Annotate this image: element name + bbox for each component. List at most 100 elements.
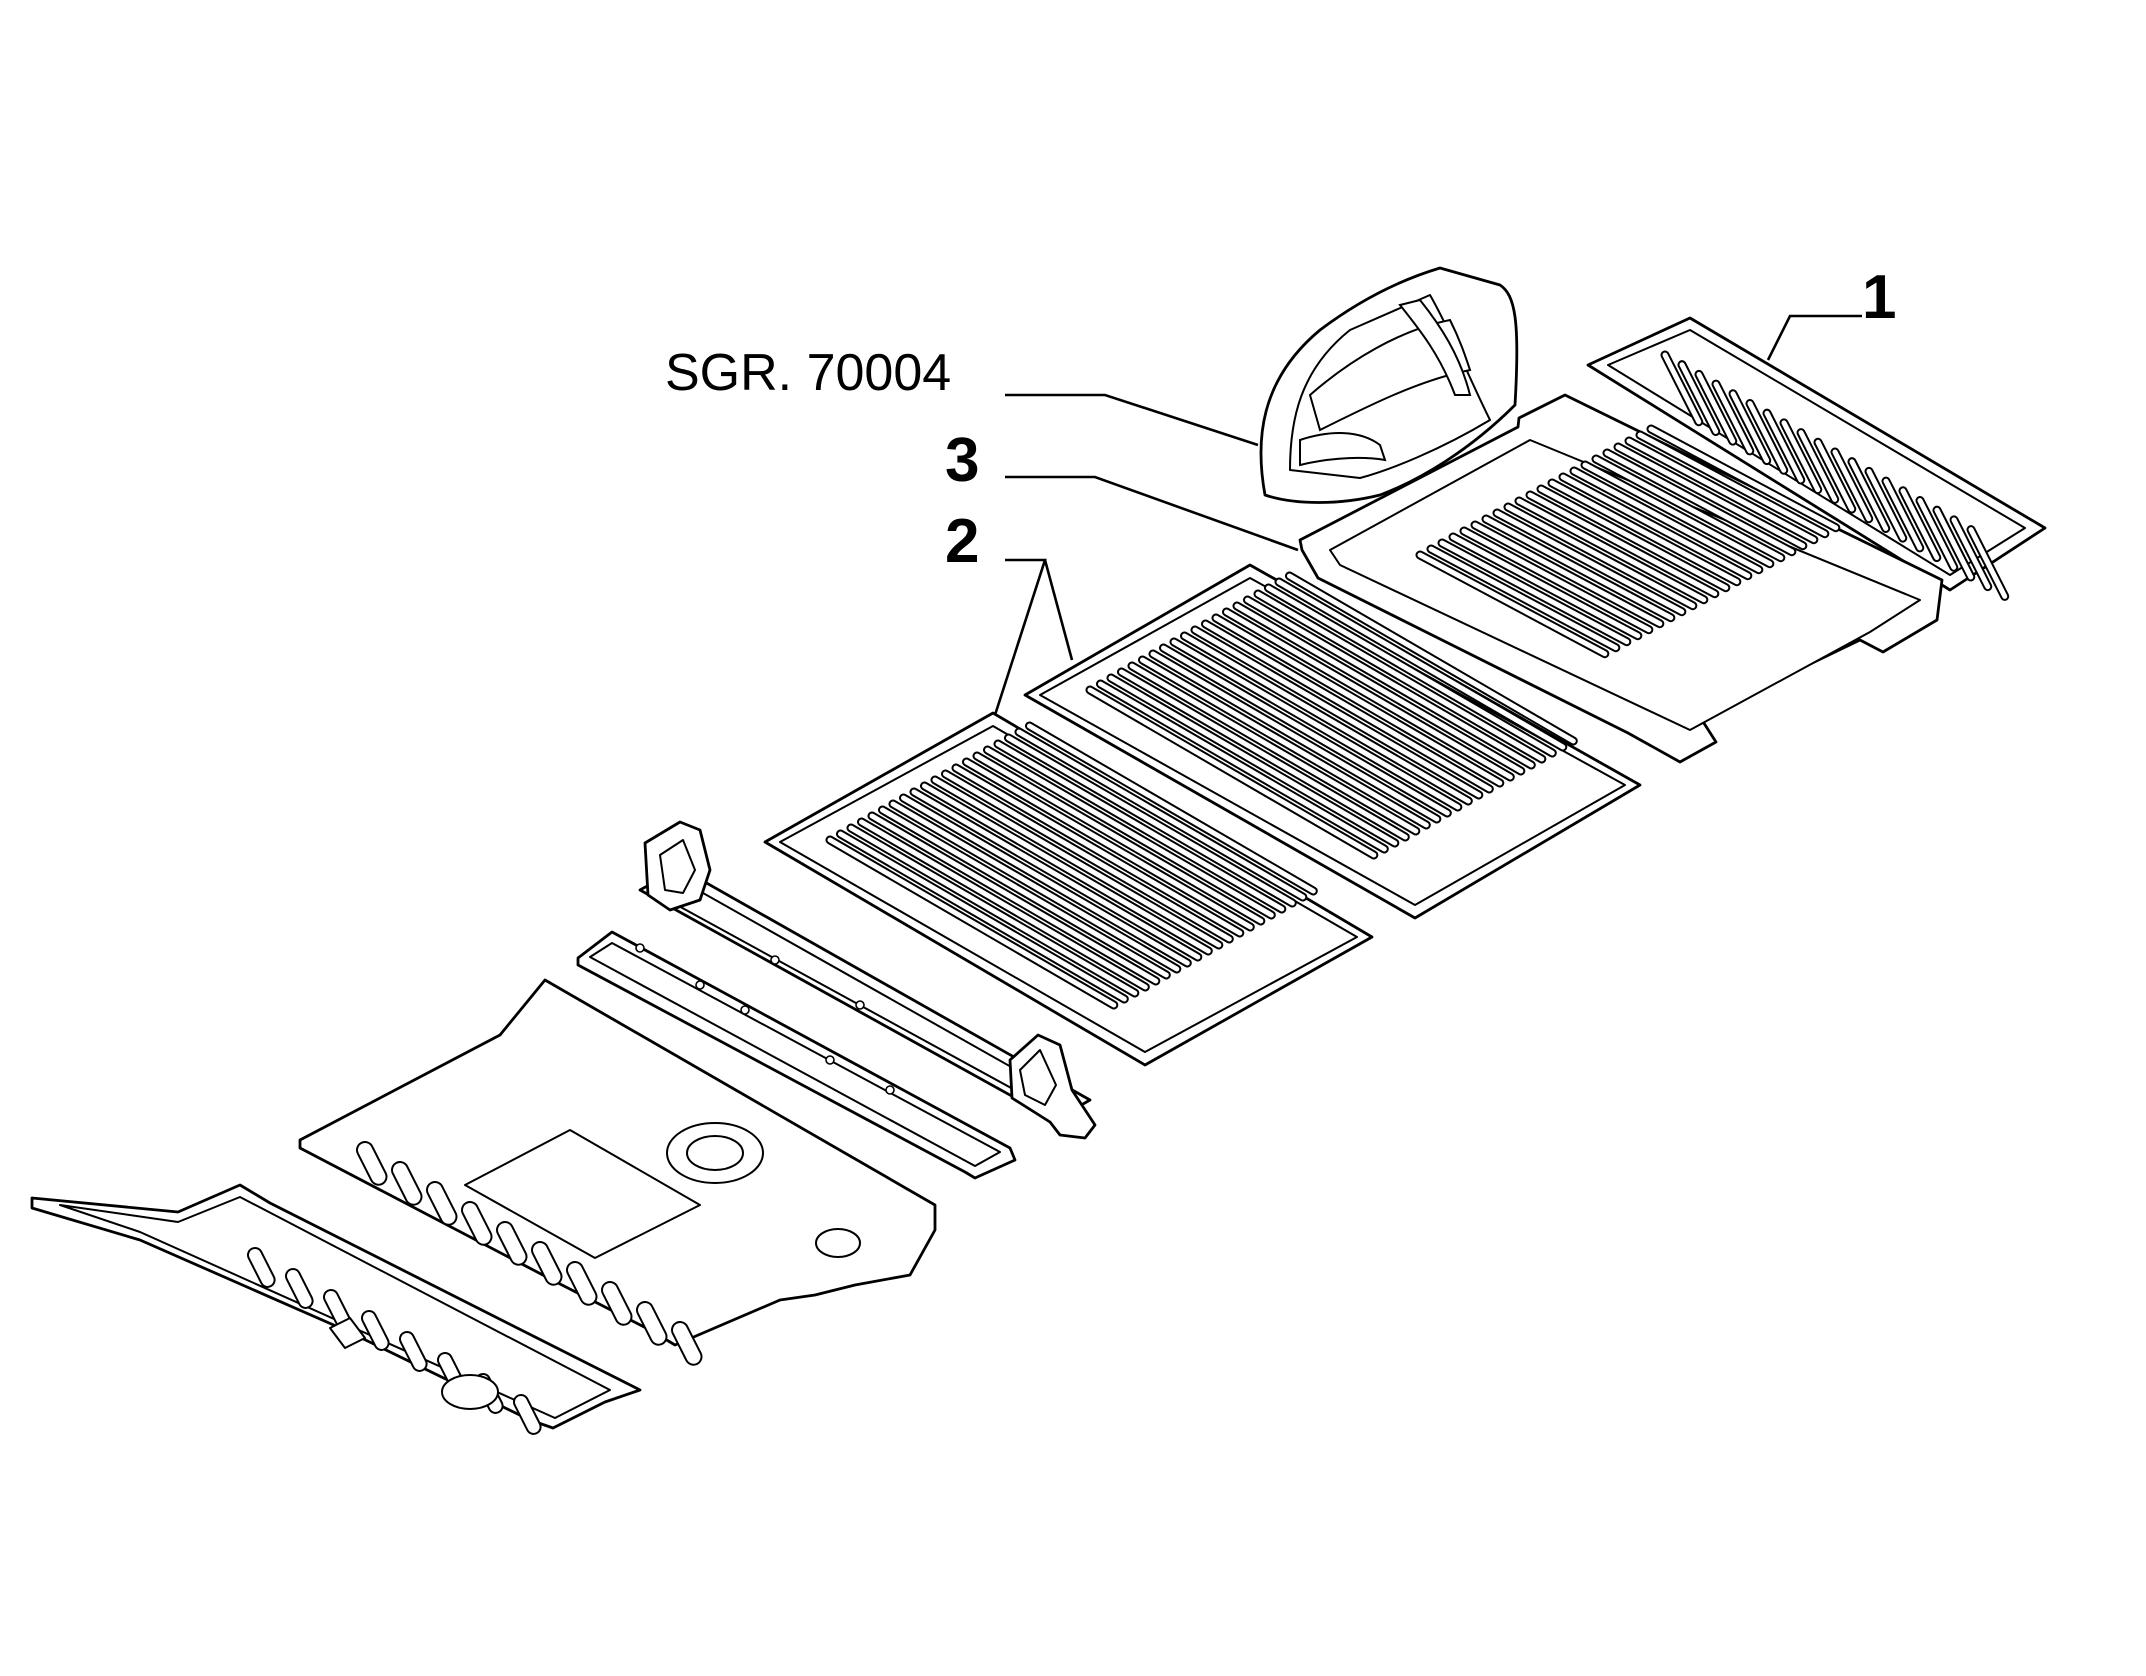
stiffening-rib-inner (428, 1183, 456, 1224)
stiffening-rib-inner (1549, 480, 1740, 585)
leader-3 (1005, 475, 1299, 552)
stiffening-rib-inner (1224, 609, 1513, 780)
stiffening-rib-inner (1917, 498, 1957, 570)
front-floor-tunnel-panel (30, 1183, 642, 1435)
stiffening-rib-inner (1472, 522, 1663, 627)
stiffening-rib-inner (1593, 456, 1784, 561)
stiffening-rib-inner (1951, 517, 1991, 590)
stiffening-rib-inner (1483, 516, 1674, 621)
stiffening-rib-inner (1849, 459, 1889, 531)
leader-sgr (1005, 393, 1259, 447)
stiffening-rib-inner (1516, 498, 1707, 603)
stiffening-rib-inner (1255, 591, 1545, 762)
leader-1 (1766, 314, 1862, 361)
stiffening-rib-inner (964, 759, 1253, 930)
stiffening-rib-inner (1213, 615, 1503, 786)
stiffening-rib-inner (1527, 492, 1718, 597)
stiffening-rib-inner (1119, 669, 1408, 840)
callout-2: 2 (945, 507, 979, 576)
stiffening-rib-inner (985, 747, 1274, 918)
stiffening-rib-inner (1560, 474, 1751, 579)
stiffening-rib-inner (1604, 450, 1795, 555)
stiffening-rib-inner (463, 1203, 491, 1244)
stiffening-rib-inner (1679, 362, 1719, 434)
stiffening-rib-inner (1027, 723, 1316, 894)
stiffening-rib-inner (974, 753, 1264, 924)
stiffening-rib-inner (943, 771, 1232, 942)
stiffening-rib-inner (1662, 352, 1702, 425)
stiffening-rib-inner (1461, 528, 1652, 633)
stiffening-rib-inner (1287, 573, 1576, 744)
stiffening-rib-inner (1571, 468, 1762, 573)
stiffening-rib-inner (880, 807, 1169, 978)
stiffening-rib-inner (249, 1249, 274, 1286)
stiffening-rib-inner (911, 789, 1201, 960)
stiffening-rib-inner (1883, 478, 1923, 551)
stiffening-rib-inner (1203, 621, 1492, 792)
stiffening-rib-inner (1108, 675, 1398, 846)
cross-rail (576, 930, 1017, 1180)
leader-2b (1043, 559, 1074, 661)
stiffening-rib-inner (498, 1223, 526, 1264)
stiffening-rib-inner (901, 795, 1190, 966)
stiffening-rib-inner (1934, 507, 1974, 580)
leader-lines (993, 314, 1862, 716)
stiffening-rib-inner (1900, 488, 1940, 561)
stiffening-rib-inner (1417, 552, 1608, 657)
stiffening-rib-inner (1450, 534, 1641, 639)
stiffening-rib-inner (1968, 527, 2008, 599)
stiffening-rib-inner (1171, 639, 1461, 810)
stiffening-rib-inner (1439, 540, 1630, 645)
stiffening-rib-inner (1615, 444, 1806, 549)
stiffening-rib-inner (1637, 432, 1828, 537)
stiffening-rib-inner (1234, 603, 1524, 774)
stiffening-rib-inner (1764, 410, 1804, 483)
stiffening-rib-inner (1747, 401, 1787, 473)
stiffening-rib-inner (922, 783, 1211, 954)
cross-member-with-brackets (638, 820, 1097, 1140)
stiffening-rib-inner (1087, 687, 1377, 858)
stiffening-rib-inner (1245, 597, 1534, 768)
wheel-arch-housing (1259, 266, 1519, 504)
stiffening-rib-inner (1494, 510, 1685, 615)
stiffening-rib-inner (1713, 381, 1753, 454)
stiffening-rib-inner (1266, 585, 1555, 756)
stiffening-rib-inner (1428, 546, 1619, 651)
stiffening-rib-inner (995, 741, 1285, 912)
stiffening-rib-inner (1696, 371, 1736, 444)
stiffening-rib-inner (1505, 504, 1696, 609)
stiffening-rib-inner (1161, 645, 1450, 816)
stiffening-rib-inner (325, 1291, 350, 1328)
stiffening-rib-inner (827, 837, 1117, 1008)
middle-floor-panel-a (763, 711, 1374, 1067)
stiffening-rib-inner (673, 1323, 701, 1364)
front-floor-pan (298, 978, 937, 1366)
stiffening-rib-inner (1538, 486, 1729, 591)
stiffening-rib-inner (287, 1270, 312, 1307)
rear-floor-panel (1586, 316, 2047, 601)
callout-sgr-ref: SGR. 70004 (665, 344, 951, 402)
stiffening-rib-inner (603, 1283, 631, 1324)
stiffening-rib-inner (1648, 426, 1839, 531)
stiffening-rib-inner (1781, 420, 1821, 493)
stiffening-rib-inner (1626, 438, 1817, 543)
stiffening-rib-inner (358, 1143, 386, 1184)
floor-panel-b (1298, 393, 1944, 764)
stiffening-rib-inner (1016, 729, 1306, 900)
stiffening-rib-inner (363, 1312, 388, 1349)
stiffening-rib-inner (1582, 462, 1773, 567)
stiffening-rib-inner (869, 813, 1159, 984)
stiffening-rib-inner (1866, 468, 1906, 541)
stiffening-rib-inner (953, 765, 1243, 936)
stiffening-rib-inner (1832, 449, 1872, 522)
stiffening-rib-inner (859, 819, 1148, 990)
stiffening-rib-inner (1098, 681, 1387, 852)
stiffening-rib-inner (533, 1243, 561, 1284)
stiffening-rib-inner (1129, 663, 1419, 834)
stiffening-rib-inner (848, 825, 1138, 996)
middle-floor-panel-b (1023, 563, 1642, 920)
stiffening-rib-inner (838, 831, 1127, 1002)
stiffening-rib-inner (1815, 439, 1855, 512)
stiffening-rib-inner (1140, 657, 1429, 828)
stiffening-rib-inner (890, 801, 1180, 972)
